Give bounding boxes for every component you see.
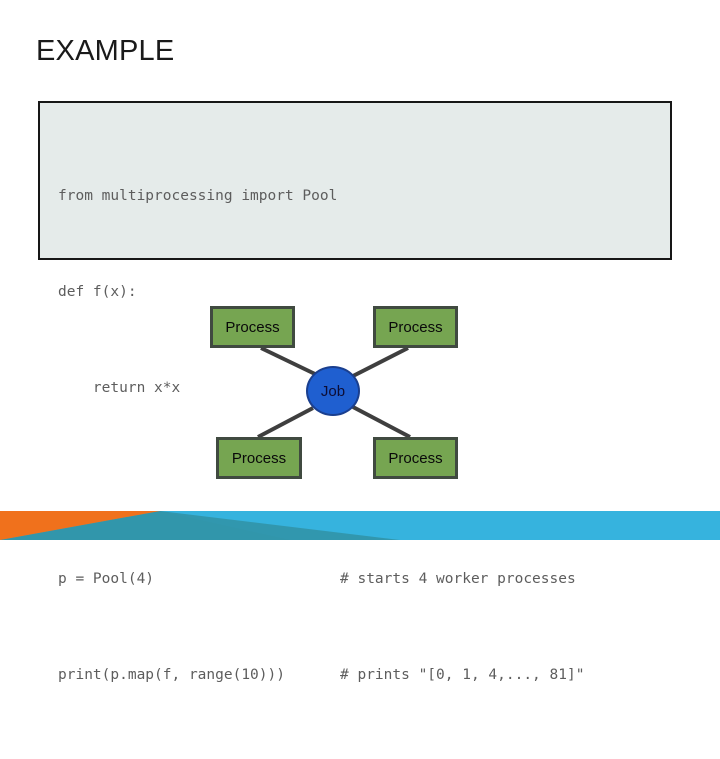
process-node-label: Process [231,449,287,467]
job-node-label: Job [320,382,346,400]
code-line-comment: # starts 4 worker processes [340,571,576,587]
footer-decoration [0,511,720,540]
process-node-bottom-right[interactable]: Process [373,437,458,479]
code-line: p = Pool(4) # starts 4 worker processes [58,567,666,591]
process-node-top-left[interactable]: Process [210,306,295,348]
process-node-top-right[interactable]: Process [373,306,458,348]
footer-shapes [0,511,720,540]
code-line-text: p = Pool(4) [58,571,155,587]
page-title: EXAMPLE [36,35,175,67]
code-block-text: from multiprocessing import Pool def f(x… [58,112,666,759]
code-line-comment: # prints "[0, 1, 4,..., 81]" [340,667,585,683]
code-line [58,472,666,495]
code-line-text: def f(x): [58,284,137,300]
footer-orange-shape [0,511,160,540]
code-line: print(p.map(f, range(10))) # prints "[0, … [58,663,666,687]
job-node[interactable]: Job [306,366,360,416]
code-line-text: return x*x [58,380,181,396]
process-node-bottom-left[interactable]: Process [216,437,302,479]
footer-teal-shape-wide [0,511,400,540]
code-block: from multiprocessing import Pool def f(x… [38,101,672,683]
code-line: from multiprocessing import Pool [58,184,666,208]
code-line-text: print(p.map(f, range(10))) [58,667,285,683]
process-node-label: Process [388,449,443,467]
code-line-text: from multiprocessing import Pool [58,188,338,204]
code-line: return x*x [58,376,666,400]
process-node-label: Process [388,318,443,336]
process-node-label: Process [225,318,280,336]
code-line: def f(x): [58,280,666,304]
